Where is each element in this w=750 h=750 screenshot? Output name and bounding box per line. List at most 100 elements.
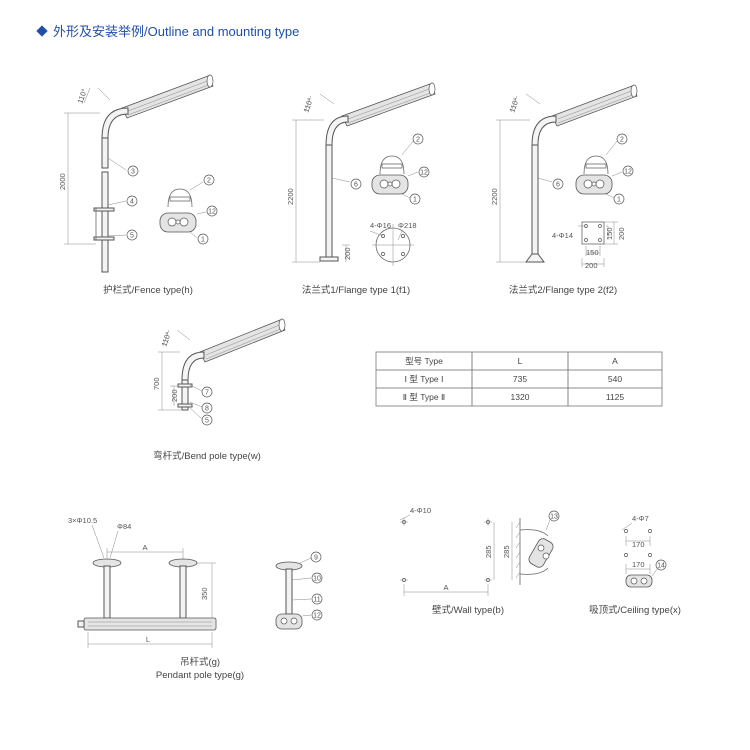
- square-plate-detail: [578, 221, 618, 267]
- callout-6: [350, 178, 362, 190]
- lamp-tube: [199, 318, 286, 363]
- callout-12: [622, 165, 634, 177]
- upper-170-label: 170: [632, 540, 645, 549]
- pendant-caption-cn: 吊杆式(g): [180, 656, 220, 668]
- svg-text:12: 12: [208, 209, 216, 216]
- table-header-type: 型号 Type: [405, 356, 443, 366]
- callout-2: [203, 174, 215, 186]
- fence-type-caption: 护栏式/Fence type(h): [103, 284, 193, 296]
- clamp-upper: [177, 383, 193, 388]
- clamp-200-label: 200: [170, 389, 179, 402]
- dim-a-label: A: [142, 543, 147, 552]
- callout-2: [616, 133, 628, 145]
- angle-label: 110°: [301, 97, 315, 114]
- dim-l-label: L: [146, 635, 150, 644]
- callout-12: [418, 166, 430, 178]
- callout-9: [310, 551, 322, 563]
- svg-text:9: 9: [314, 555, 318, 562]
- svg-text:4: 4: [130, 199, 134, 206]
- lamp-tube: [341, 82, 436, 127]
- spec-table: 型号 Type L A Ⅰ 型 Type Ⅰ 735 540 Ⅱ 型 Type …: [375, 351, 663, 407]
- svg-text:1: 1: [201, 237, 205, 244]
- height-285-b-label: 285: [502, 545, 511, 558]
- height-2200-label: 2200: [490, 188, 499, 205]
- ceiling-lamp-section: [625, 574, 653, 588]
- base-200-label: 200: [343, 247, 352, 260]
- callout-8: [201, 402, 213, 414]
- callout-3: [127, 165, 139, 177]
- pendant-rod-right: [179, 565, 187, 619]
- callout-1: [197, 233, 209, 245]
- wall-type-drawing: 4-Φ10 A 285 285: [399, 506, 560, 596]
- svg-text:13: 13: [550, 514, 558, 521]
- callout-1: [409, 193, 421, 205]
- outer-200-label: 200: [617, 227, 626, 240]
- angle-label: 110°: [75, 88, 89, 105]
- flange-base: [319, 256, 339, 262]
- svg-text:12: 12: [624, 169, 632, 176]
- outer-200-h-label: 200: [585, 261, 598, 270]
- svg-text:1: 1: [617, 197, 621, 204]
- clamp-lower: [177, 403, 193, 408]
- ceiling-type-caption: 吸顶式/Ceiling type(x): [589, 604, 681, 616]
- angle-label: 110°: [507, 97, 521, 114]
- cable-gland: [77, 620, 85, 628]
- pole-bend: [531, 115, 557, 146]
- svg-text:6: 6: [354, 182, 358, 189]
- clamp-upper: [93, 207, 115, 212]
- holes-4-phi7-label: 4-Φ7: [632, 514, 649, 523]
- callout-12: [206, 205, 218, 217]
- angle-label: 110°: [159, 331, 173, 348]
- table-cell: Ⅰ 型 Type Ⅰ: [404, 374, 443, 384]
- svg-text:1: 1: [413, 197, 417, 204]
- callout-1: [613, 193, 625, 205]
- inner-150-h-label: 150: [586, 248, 599, 257]
- table-cell: 735: [513, 374, 527, 384]
- wall-type-caption: 壁式/Wall type(b): [432, 604, 504, 616]
- svg-text:2: 2: [620, 137, 624, 144]
- callout-11: [311, 593, 323, 605]
- flange-type-2-caption: 法兰式2/Flange type 2(f2): [509, 284, 617, 296]
- bend-pole-type-drawing: 110° 700 200 7 8 5: [152, 318, 286, 426]
- bend-pole-caption: 弯杆式/Bend pole type(w): [153, 450, 261, 462]
- height-350-label: 350: [200, 587, 209, 600]
- phi84-label: Φ84: [117, 522, 131, 531]
- height-2000-label: 2000: [58, 173, 67, 190]
- callout-6: [552, 178, 564, 190]
- pole-bend: [101, 107, 129, 139]
- holes-3-phi10-5-label: 3×Φ10.5: [68, 516, 97, 525]
- lamp-cross-section: [575, 155, 613, 195]
- holes-4-phi14-label: 4-Φ14: [552, 231, 573, 240]
- svg-text:6: 6: [556, 182, 560, 189]
- flange-type-2-drawing: 110° 2200 6 4-Φ14 150: [490, 84, 638, 270]
- lamp-tube: [551, 84, 638, 127]
- table-cell: Ⅱ 型 Type Ⅱ: [403, 392, 445, 402]
- pendant-caption-en: Pendant pole type(g): [156, 670, 244, 681]
- pole-upper: [101, 137, 109, 169]
- lamp-tube: [121, 74, 214, 119]
- svg-text:12: 12: [313, 613, 321, 620]
- callout-14: [655, 559, 667, 571]
- height-285-a-label: 285: [484, 545, 493, 558]
- table-header-l: L: [518, 356, 523, 366]
- pole: [531, 144, 539, 258]
- pole: [181, 379, 189, 411]
- callout-4: [126, 195, 138, 207]
- lamp-body: [83, 617, 217, 631]
- phi218-label: Φ218: [398, 221, 417, 230]
- flange-type-1-caption: 法兰式1/Flange type 1(f1): [302, 284, 410, 296]
- section-heading: 外形及安装举例/Outline and mounting type: [36, 21, 299, 40]
- svg-text:8: 8: [205, 406, 209, 413]
- table-cell: 1125: [606, 392, 625, 402]
- callout-5: [201, 414, 213, 426]
- flange-base: [525, 253, 545, 263]
- ceiling-type-drawing: 4-Φ7 170 170 14: [621, 514, 667, 588]
- lamp-cross-section: [371, 155, 409, 195]
- svg-text:5: 5: [130, 233, 134, 240]
- table-cell: 540: [608, 374, 622, 384]
- svg-text:2: 2: [416, 137, 420, 144]
- pendant-pole-type-drawing: 3×Φ10.5 Φ84 A 350 L: [68, 516, 323, 648]
- pendant-rod-left: [103, 565, 111, 619]
- pole-bend: [181, 351, 205, 381]
